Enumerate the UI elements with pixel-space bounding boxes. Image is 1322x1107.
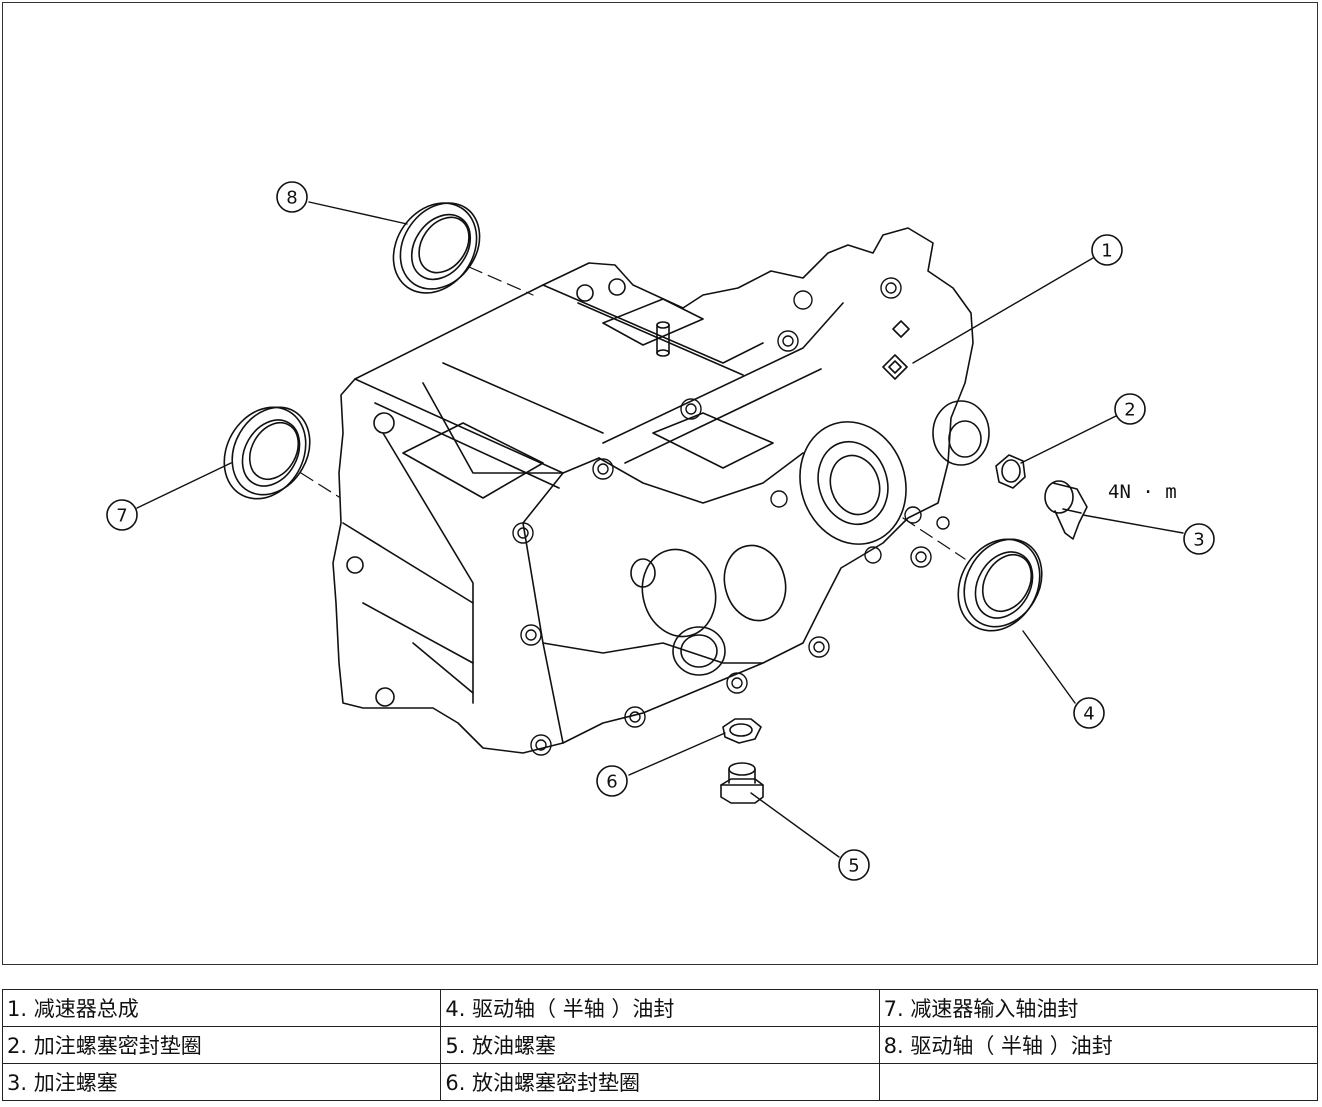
parts-legend-table: 1. 减速器总成 4. 驱动轴（ 半轴 ）油封 7. 减速器输入轴油封 2. 加… (1, 989, 1319, 1101)
callout-5: 5 (838, 849, 870, 881)
alignment-lines (300, 266, 966, 560)
legend-cell: 8. 驱动轴（ 半轴 ）油封 (878, 1026, 1319, 1064)
legend-cell: 4. 驱动轴（ 半轴 ）油封 (440, 989, 880, 1027)
legend-row: 1. 减速器总成 4. 驱动轴（ 半轴 ）油封 7. 减速器输入轴油封 (1, 989, 1319, 1027)
legend-cell: 1. 减速器总成 (1, 989, 442, 1027)
part-8-seal (392, 202, 481, 294)
part-2-washer (995, 454, 1026, 489)
callout-4: 4 (1073, 697, 1105, 729)
part-5-drain-plug (720, 762, 764, 804)
legend-cell: 2. 加注螺塞密封垫圈 (1, 1026, 442, 1064)
reducer-exploded-view: 1 2 3 4 5 6 7 8 4N · m (106, 181, 1215, 881)
part-4-seal (957, 538, 1043, 632)
callout-8: 8 (276, 181, 308, 213)
part-3-filler-plug (1044, 480, 1088, 540)
part-7-seal (223, 406, 311, 500)
legend-cell: 3. 加注螺塞 (1, 1063, 442, 1101)
svg-text:7: 7 (116, 506, 127, 527)
legend-cell: 5. 放油螺塞 (440, 1026, 880, 1064)
callout-3: 3 (1183, 523, 1215, 555)
legend-cell (878, 1063, 1319, 1101)
part-6-washer (722, 718, 762, 744)
svg-text:1: 1 (1101, 241, 1112, 262)
svg-text:3: 3 (1193, 530, 1204, 551)
svg-text:5: 5 (848, 856, 859, 877)
torque-spec-label: 4N · m (1108, 481, 1177, 503)
svg-text:4: 4 (1083, 704, 1094, 725)
svg-text:2: 2 (1124, 400, 1135, 421)
legend-row: 2. 加注螺塞密封垫圈 5. 放油螺塞 8. 驱动轴（ 半轴 ）油封 (1, 1026, 1319, 1064)
svg-text:8: 8 (286, 188, 297, 209)
legend-cell: 6. 放油螺塞密封垫圈 (440, 1063, 880, 1101)
callout-2: 2 (1114, 393, 1146, 425)
callout-7: 7 (106, 499, 138, 531)
leader-lines (136, 201, 1184, 858)
callout-6: 6 (596, 765, 628, 797)
svg-text:6: 6 (606, 772, 617, 793)
exploded-diagram-frame: 1 2 3 4 5 6 7 8 4N · m (2, 2, 1318, 965)
callout-1: 1 (1091, 234, 1123, 266)
legend-row: 3. 加注螺塞 6. 放油螺塞密封垫圈 (1, 1063, 1319, 1101)
legend-cell: 7. 减速器输入轴油封 (878, 989, 1319, 1027)
reducer-housing (332, 227, 990, 756)
